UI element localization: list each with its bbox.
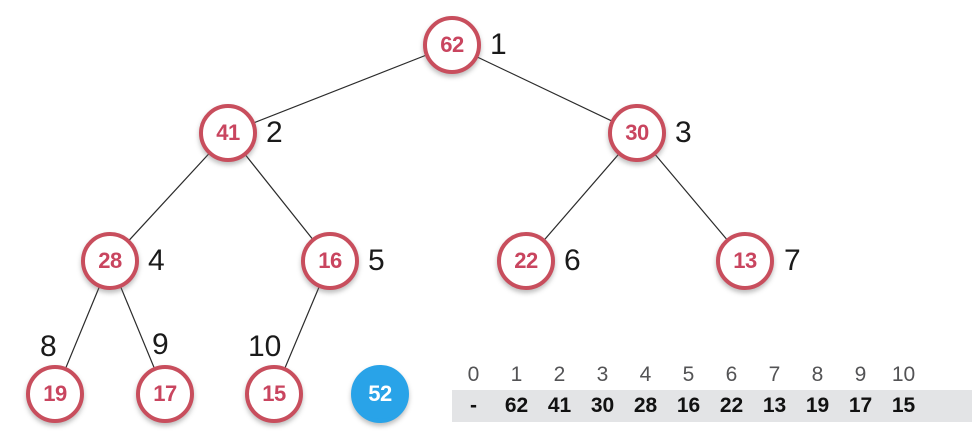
tree-node-value-4: 28 [98, 248, 122, 273]
position-label-5: 5 [368, 244, 385, 277]
array-value-1: 62 [504, 394, 529, 417]
tree-node-circle-4: 28 [81, 232, 139, 290]
tree-node-value-3: 30 [625, 120, 649, 145]
array-value-3: 30 [590, 394, 615, 417]
array-index-4: 4 [639, 363, 652, 386]
array-index-7: 7 [768, 363, 781, 386]
tree-node-circle-2: 41 [199, 104, 257, 162]
array-value-5: 16 [676, 394, 701, 417]
array-value-7: 13 [762, 394, 787, 417]
new-node-circle: 52 [351, 365, 409, 423]
tree-node-value-9: 17 [153, 381, 177, 406]
position-label-9: 9 [152, 328, 169, 361]
array-value-0: - [470, 394, 477, 417]
tree-edge [451, 44, 638, 134]
array-index-5: 5 [682, 363, 695, 386]
array-index-3: 3 [596, 363, 609, 386]
tree-node-circle-3: 30 [608, 104, 666, 162]
tree-node-circle-8: 19 [26, 365, 84, 423]
array-representation: 0 1 2 3 4 5 6 7 8 9 10 - 62 41 30 28 16 … [452, 360, 972, 422]
position-label-3: 3 [675, 116, 692, 149]
position-label-6: 6 [564, 244, 581, 277]
array-value-6: 22 [719, 394, 744, 417]
new-node-value: 52 [368, 381, 392, 406]
array-index-10: 10 [891, 363, 916, 386]
tree-node-value-7: 13 [733, 248, 757, 273]
tree-node-value-2: 41 [216, 120, 240, 145]
position-label-2: 2 [266, 116, 283, 149]
tree-node-value-1: 62 [440, 32, 464, 57]
tree-node-circle-10: 15 [245, 365, 303, 423]
tree-node-circle-5: 16 [301, 232, 359, 290]
tree-node-circle-7: 13 [716, 232, 774, 290]
array-index-2: 2 [553, 363, 566, 386]
array-index-1: 1 [510, 363, 523, 386]
array-index-row: 0 1 2 3 4 5 6 7 8 9 10 [452, 360, 972, 390]
tree-node-value-10: 15 [262, 381, 286, 406]
position-label-7: 7 [784, 244, 801, 277]
array-index-9: 9 [854, 363, 867, 386]
array-index-0: 0 [467, 363, 480, 386]
position-label-1: 1 [490, 28, 507, 61]
position-label-4: 4 [148, 244, 165, 277]
position-label-10: 10 [248, 330, 282, 363]
array-value-4: 28 [633, 394, 658, 417]
position-label-8: 8 [40, 330, 57, 363]
array-value-row: - 62 41 30 28 16 22 13 19 17 15 [452, 390, 972, 422]
array-value-2: 41 [547, 394, 572, 417]
array-index-6: 6 [725, 363, 738, 386]
tree-node-value-8: 19 [43, 381, 67, 406]
array-value-8: 19 [805, 394, 830, 417]
tree-node-value-6: 22 [514, 248, 538, 273]
tree-node-circle-1: 62 [423, 16, 481, 74]
array-index-8: 8 [811, 363, 824, 386]
tree-node-circle-6: 22 [497, 232, 555, 290]
array-value-10: 15 [891, 394, 916, 417]
tree-node-circle-9: 17 [136, 365, 194, 423]
array-value-9: 17 [848, 394, 873, 417]
tree-node-value-5: 16 [318, 248, 342, 273]
tree-edge [227, 44, 453, 134]
